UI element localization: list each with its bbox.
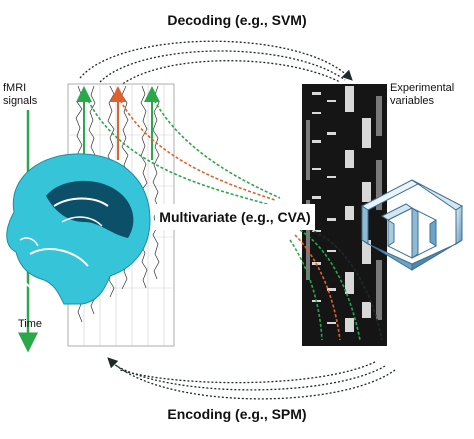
- brain-icon: [3, 153, 151, 305]
- experimental-matrix: [302, 84, 387, 346]
- experimental-label-line1: Experimental: [390, 82, 455, 94]
- decoding-label: Decoding (e.g., SVM): [167, 12, 307, 28]
- decoding-arcs: [79, 40, 353, 87]
- impossible-cube-icon: [361, 179, 463, 271]
- encoding-arcs: [107, 357, 396, 400]
- fmri-label-line1: fMRI: [3, 82, 27, 94]
- experimental-variables-label: Experimental variables: [390, 82, 454, 107]
- experimental-label-line2: variables: [390, 94, 435, 107]
- signal-arrows: [76, 86, 160, 160]
- multivariate-label: Multivariate (e.g., CVA): [155, 204, 315, 230]
- fmri-signals-label: fMRI signals: [3, 82, 37, 107]
- time-label: Time: [18, 318, 43, 330]
- multivariate-curves: [85, 95, 383, 341]
- fmri-label-line2: signals: [3, 94, 38, 107]
- encoding-label: Encoding (e.g., SPM): [167, 406, 307, 422]
